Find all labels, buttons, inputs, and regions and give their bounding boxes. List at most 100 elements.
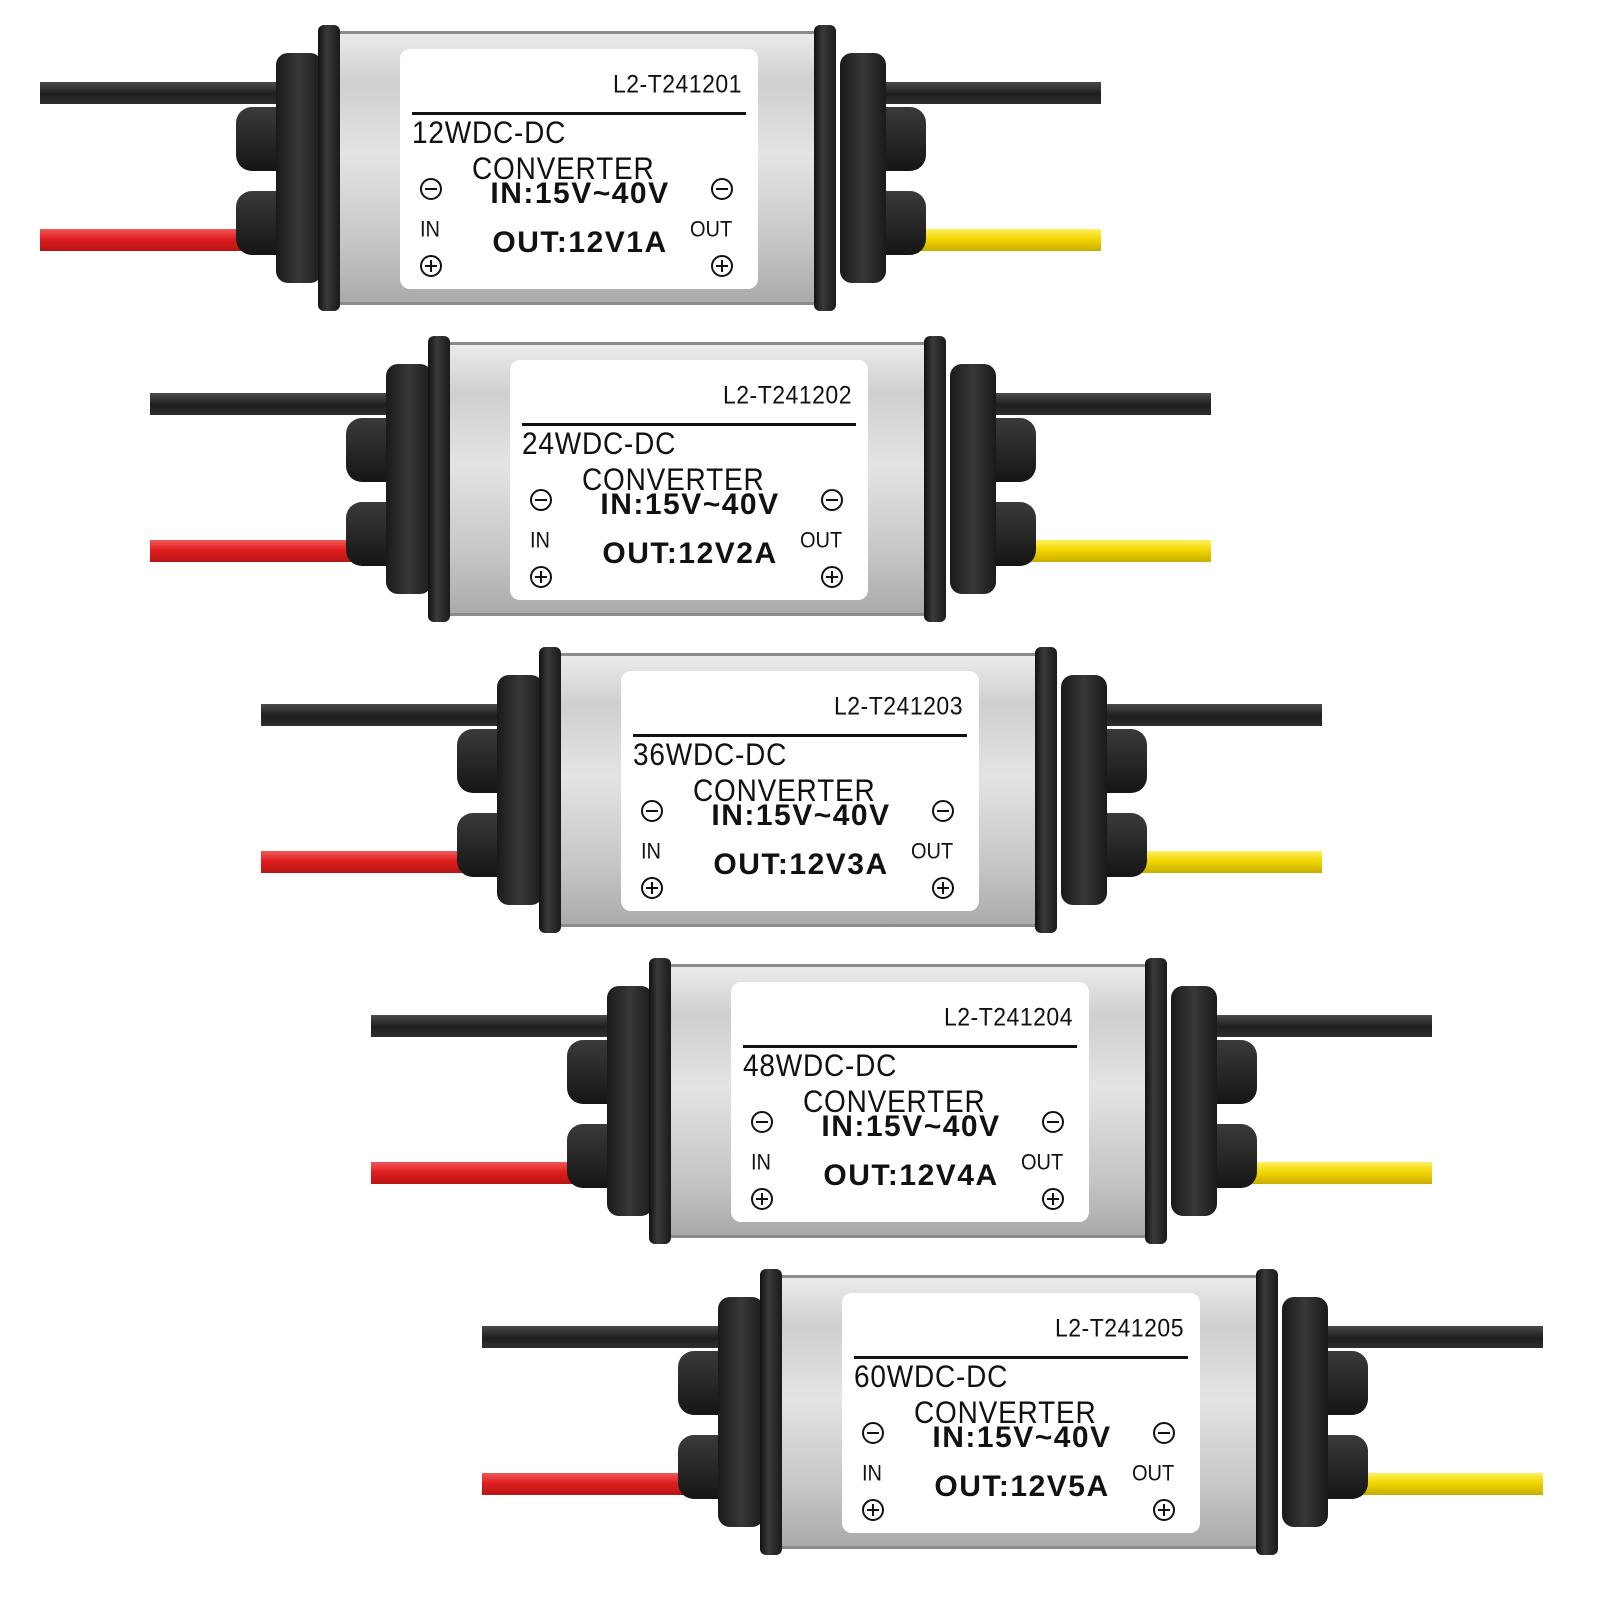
out-port-label: OUT (1132, 1461, 1175, 1487)
converter-unit-1: L2-T241201 12W DC-DC CONVERTER IN OUT IN… (40, 25, 1101, 311)
converter-unit-5: L2-T241205 60W DC-DC CONVERTER IN OUT IN… (482, 1269, 1543, 1555)
minus-icon (530, 489, 552, 511)
in-port-label: IN (420, 217, 440, 243)
model-number: L2-T241201 (612, 69, 742, 98)
in-port-label: IN (530, 528, 550, 554)
minus-icon (1153, 1422, 1175, 1444)
label-divider (854, 1356, 1188, 1359)
in-port-label: IN (862, 1461, 882, 1487)
model-number: L2-T241205 (1054, 1313, 1184, 1342)
input-spec: IN:15V~40V (932, 1421, 1112, 1454)
label-title: 12W DC-DC CONVERTER (412, 115, 746, 187)
plus-icon (751, 1188, 773, 1210)
input-spec: IN:15V~40V (490, 177, 670, 210)
minus-icon (751, 1111, 773, 1133)
plus-icon (1153, 1499, 1175, 1521)
converter-unit-2: L2-T241202 24W DC-DC CONVERTER IN OUT IN… (150, 336, 1211, 622)
minus-icon (932, 800, 954, 822)
plus-icon (932, 877, 954, 899)
output-grommet (1171, 986, 1257, 1216)
minus-icon (1042, 1111, 1064, 1133)
right-end-cap (1256, 1269, 1278, 1555)
input-grommet (346, 364, 432, 594)
output-spec: OUT:12V2A (602, 537, 778, 570)
converter-title: DC-DC CONVERTER (581, 426, 765, 497)
label-divider (412, 112, 746, 115)
output-grommet (1282, 1297, 1368, 1527)
converter-unit-4: L2-T241204 48W DC-DC CONVERTER IN OUT IN… (371, 958, 1432, 1244)
right-end-cap (1035, 647, 1057, 933)
label-title: 48W DC-DC CONVERTER (743, 1048, 1077, 1120)
minus-icon (420, 178, 442, 200)
output-negative-wire (1302, 1326, 1543, 1348)
minus-icon (862, 1422, 884, 1444)
plus-icon (641, 877, 663, 899)
model-number: L2-T241202 (722, 380, 852, 409)
plus-icon (1042, 1188, 1064, 1210)
plus-icon (530, 566, 552, 588)
plus-icon (711, 255, 733, 277)
power-rating: 60W (854, 1359, 914, 1394)
right-end-cap (924, 336, 946, 622)
input-spec: IN:15V~40V (600, 488, 780, 521)
converter-title: DC-DC CONVERTER (913, 1359, 1097, 1430)
product-label: L2-T241202 24W DC-DC CONVERTER IN OUT IN… (510, 360, 868, 600)
output-negative-wire (1191, 1015, 1432, 1037)
output-negative-wire (970, 393, 1211, 415)
product-label: L2-T241204 48W DC-DC CONVERTER IN OUT IN… (731, 982, 1089, 1222)
input-grommet (678, 1297, 764, 1527)
model-number: L2-T241203 (833, 691, 963, 720)
label-divider (743, 1045, 1077, 1048)
input-grommet (236, 53, 322, 283)
output-grommet (840, 53, 926, 283)
output-negative-wire (860, 82, 1101, 104)
in-port-label: IN (751, 1150, 771, 1176)
input-spec: IN:15V~40V (711, 799, 891, 832)
input-negative-wire (371, 1015, 651, 1037)
plus-icon (821, 566, 843, 588)
in-port-label: IN (641, 839, 661, 865)
left-end-cap (318, 25, 340, 311)
output-grommet (950, 364, 1036, 594)
label-title: 24W DC-DC CONVERTER (522, 426, 856, 498)
output-spec: OUT:12V5A (934, 1470, 1110, 1503)
left-end-cap (539, 647, 561, 933)
right-end-cap (1145, 958, 1167, 1244)
label-title: 60W DC-DC CONVERTER (854, 1359, 1188, 1431)
input-spec: IN:15V~40V (821, 1110, 1001, 1143)
minus-icon (711, 178, 733, 200)
model-number: L2-T241204 (943, 1002, 1073, 1031)
out-port-label: OUT (800, 528, 843, 554)
product-label: L2-T241203 36W DC-DC CONVERTER IN OUT IN… (621, 671, 979, 911)
power-rating: 12W (412, 115, 472, 150)
converter-title: DC-DC CONVERTER (802, 1048, 986, 1119)
output-spec: OUT:12V4A (823, 1159, 999, 1192)
minus-icon (821, 489, 843, 511)
left-end-cap (760, 1269, 782, 1555)
input-negative-wire (150, 393, 430, 415)
out-port-label: OUT (911, 839, 954, 865)
power-rating: 48W (743, 1048, 803, 1083)
out-port-label: OUT (1021, 1150, 1064, 1176)
label-divider (633, 734, 967, 737)
out-port-label: OUT (690, 217, 733, 243)
label-divider (522, 423, 856, 426)
power-rating: 36W (633, 737, 693, 772)
input-negative-wire (261, 704, 541, 726)
plus-icon (862, 1499, 884, 1521)
input-negative-wire (40, 82, 320, 104)
plus-icon (420, 255, 442, 277)
left-end-cap (428, 336, 450, 622)
output-grommet (1061, 675, 1147, 905)
output-negative-wire (1081, 704, 1322, 726)
input-grommet (457, 675, 543, 905)
minus-icon (641, 800, 663, 822)
output-spec: OUT:12V1A (492, 226, 668, 259)
label-title: 36W DC-DC CONVERTER (633, 737, 967, 809)
converter-title: DC-DC CONVERTER (692, 737, 876, 808)
input-grommet (567, 986, 653, 1216)
left-end-cap (649, 958, 671, 1244)
output-spec: OUT:12V3A (713, 848, 889, 881)
power-rating: 24W (522, 426, 582, 461)
product-label: L2-T241205 60W DC-DC CONVERTER IN OUT IN… (842, 1293, 1200, 1533)
